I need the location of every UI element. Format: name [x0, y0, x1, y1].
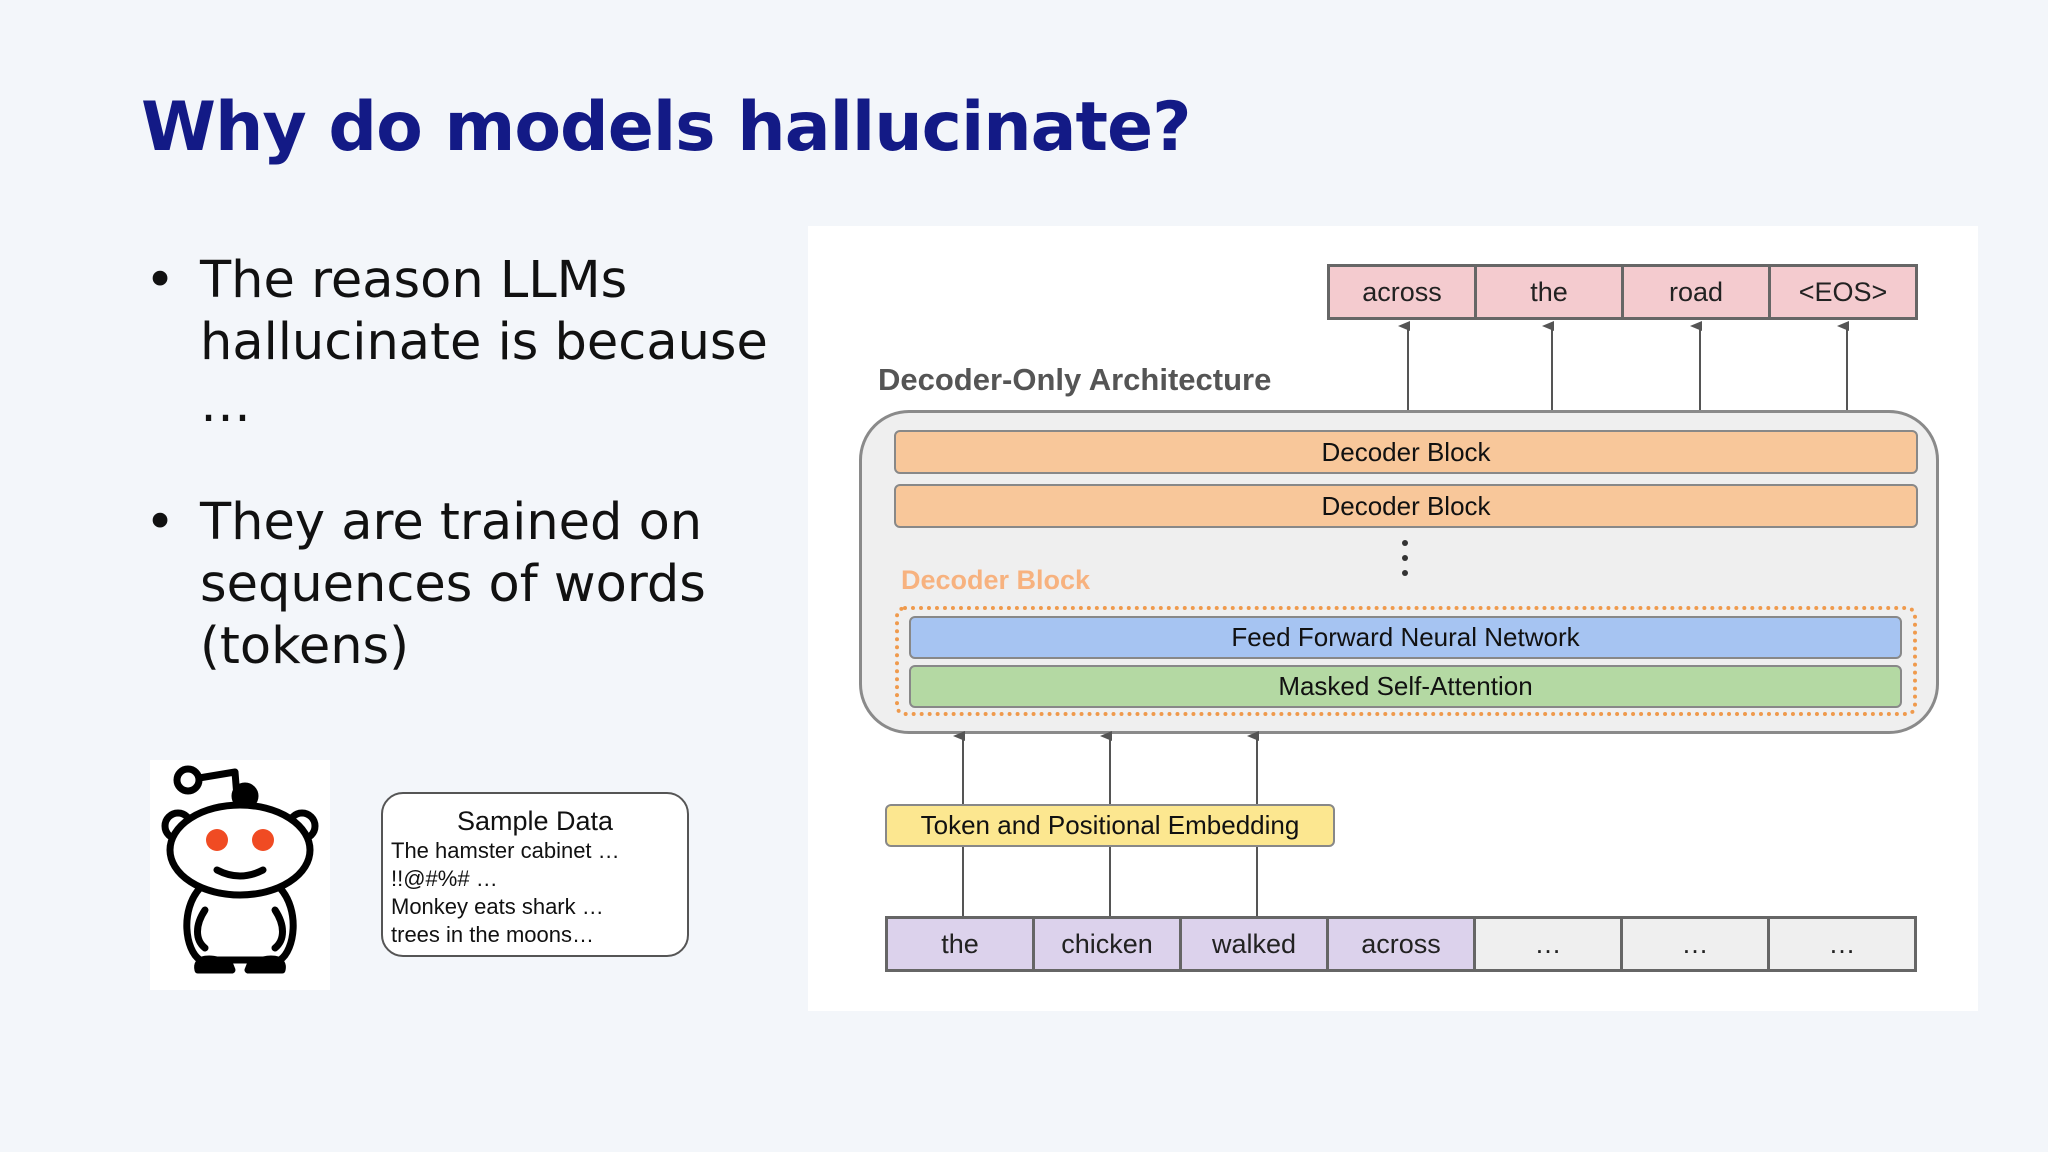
decoder-block-bar: Decoder Block — [894, 430, 1918, 474]
input-token: chicken — [1032, 916, 1182, 972]
input-token: … — [1620, 916, 1770, 972]
embedding-bar: Token and Positional Embedding — [885, 804, 1335, 847]
input-token: walked — [1179, 916, 1329, 972]
output-token-row: across the road <EOS> — [1327, 264, 1918, 320]
bullet-line: sequences of words — [200, 555, 706, 614]
architecture-label: Decoder-Only Architecture — [878, 362, 1272, 397]
bullet-line: The reason LLMs — [200, 251, 628, 310]
bullet-list: • The reason LLMs hallucinate is because… — [145, 250, 785, 734]
output-token: across — [1327, 264, 1477, 320]
output-token: the — [1474, 264, 1624, 320]
sample-data-heading: Sample Data — [456, 806, 614, 836]
bullet-line: hallucinate is because — [200, 313, 768, 372]
bullet-dot-icon: • — [145, 251, 176, 310]
masked-self-attention-bar: Masked Self-Attention — [909, 665, 1902, 708]
bullet-line: They are trained on — [200, 493, 703, 552]
input-token: across — [1326, 916, 1476, 972]
bullet-item: • They are trained on sequences of words… — [145, 492, 785, 678]
output-token: <EOS> — [1768, 264, 1918, 320]
ellipsis-vertical-icon — [1400, 540, 1410, 585]
sample-data-box: Sample Data The hamster cabinet … !!@#%#… — [381, 792, 689, 957]
input-token-row: the chicken walked across … … … — [885, 916, 1917, 972]
decoder-block-bar: Decoder Block — [894, 484, 1918, 528]
sample-data-line: !!@#%# … — [391, 866, 498, 891]
decoder-block-label: Decoder Block — [901, 565, 1091, 595]
input-token: … — [1767, 916, 1917, 972]
reddit-alien-icon — [150, 760, 330, 990]
sample-data-line: trees in the moons… — [391, 922, 594, 947]
slide-title: Why do models hallucinate? — [141, 88, 1192, 167]
bullet-line: (tokens) — [200, 617, 409, 676]
feed-forward-bar: Feed Forward Neural Network — [909, 616, 1902, 659]
bullet-item: • The reason LLMs hallucinate is because… — [145, 250, 785, 436]
sample-data-line: The hamster cabinet … — [391, 838, 620, 863]
decoder-block-outline — [895, 606, 1917, 716]
input-token: … — [1473, 916, 1623, 972]
input-token: the — [885, 916, 1035, 972]
bullet-dot-icon: • — [145, 493, 176, 552]
bullet-line: … — [200, 375, 251, 434]
sample-data-line: Monkey eats shark … — [391, 894, 604, 919]
